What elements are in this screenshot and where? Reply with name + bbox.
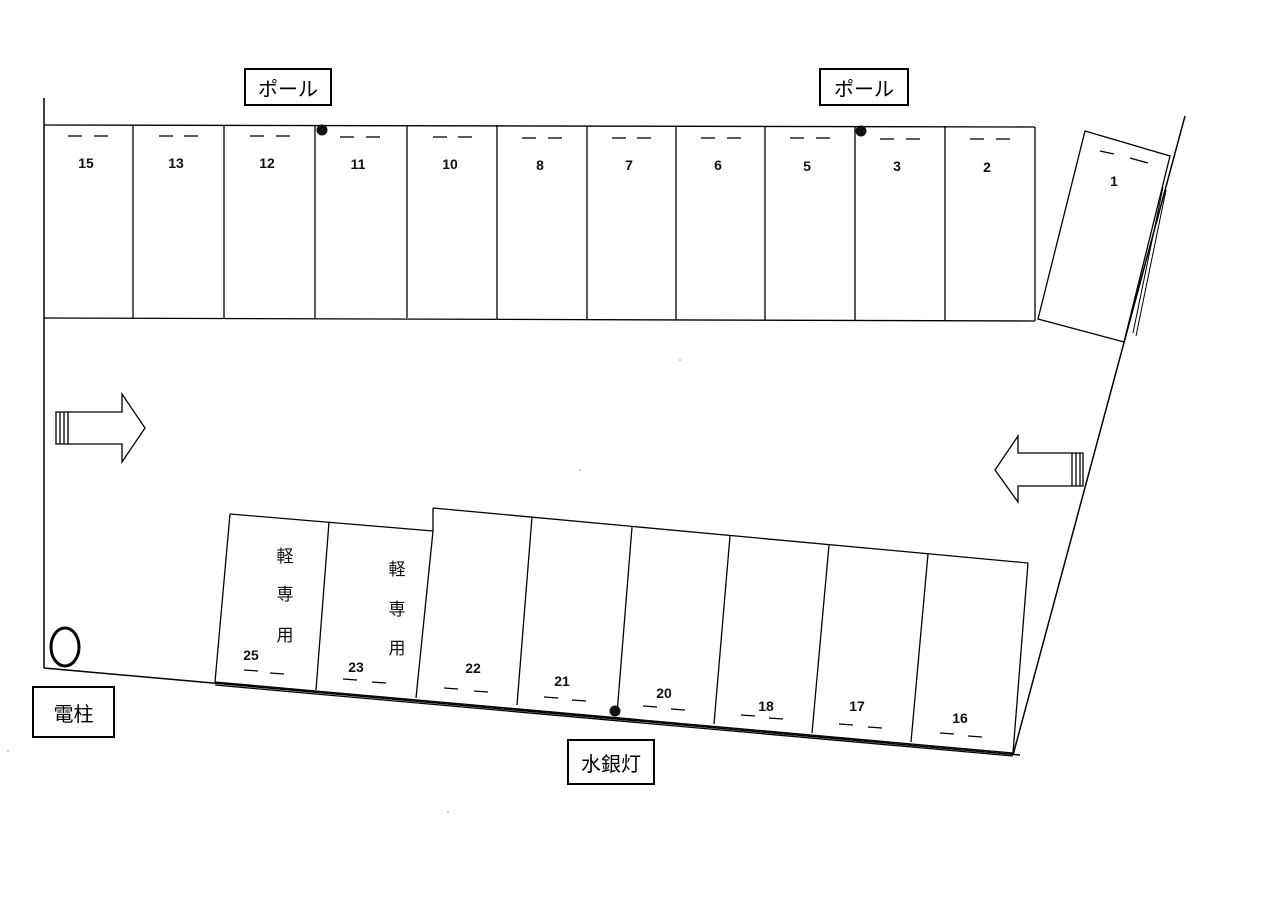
space-number: 17 (849, 698, 865, 714)
space-number: 21 (554, 673, 570, 689)
mercury-lamp-marker (609, 705, 621, 717)
mercury-lamp-label: 水銀灯 (567, 739, 655, 785)
bottom-wheel-stops (243, 669, 983, 738)
kei-only-label-25: 軽 専 用 (277, 547, 294, 646)
space-number: 25 (243, 647, 259, 663)
svg-text:用: 用 (389, 639, 406, 659)
bottom-row-spaces (214, 507, 1029, 757)
space-number: 3 (893, 158, 901, 174)
arrow-left-icon (994, 433, 1084, 505)
pole-label-left: ポール (244, 68, 332, 106)
svg-text:専: 専 (389, 600, 406, 620)
space-number: 6 (714, 157, 722, 173)
space-number: 18 (758, 698, 774, 714)
space-number: 10 (442, 156, 458, 172)
side-space: 1 (1037, 130, 1171, 343)
space-number: 23 (348, 659, 364, 675)
space-number: 8 (536, 157, 544, 173)
space-number: 12 (259, 155, 275, 171)
space-number: 2 (983, 159, 991, 175)
scan-specks (7, 359, 681, 813)
space-number: 20 (656, 685, 672, 701)
top-row-numbers: 15 13 12 11 10 8 7 6 5 3 2 (78, 155, 991, 175)
svg-text:軽: 軽 (389, 560, 406, 580)
svg-text:専: 専 (277, 585, 294, 605)
pole-label-right: ポール (819, 68, 909, 106)
space-number: 11 (351, 156, 366, 172)
utility-pole-icon (49, 626, 81, 668)
lot-boundary (43, 98, 1186, 756)
pole-marker (855, 125, 867, 137)
svg-text:軽: 軽 (277, 547, 294, 567)
space-number: 1 (1110, 173, 1118, 189)
space-number: 7 (625, 157, 633, 173)
top-row-spaces (43, 124, 1036, 322)
space-number: 5 (803, 158, 811, 174)
top-wheel-stops (68, 135, 1010, 140)
svg-text:用: 用 (277, 626, 294, 646)
space-number: 15 (78, 155, 94, 171)
kei-only-label-23: 軽 専 用 (389, 560, 406, 659)
space-number: 22 (465, 660, 481, 676)
pole-marker (316, 124, 328, 136)
utility-pole-label: 電柱 (32, 686, 115, 738)
space-number: 13 (168, 155, 184, 171)
arrow-right-icon (55, 391, 146, 465)
bottom-row-numbers: 25 23 22 21 20 18 17 16 (243, 647, 968, 726)
space-number: 16 (952, 710, 968, 726)
